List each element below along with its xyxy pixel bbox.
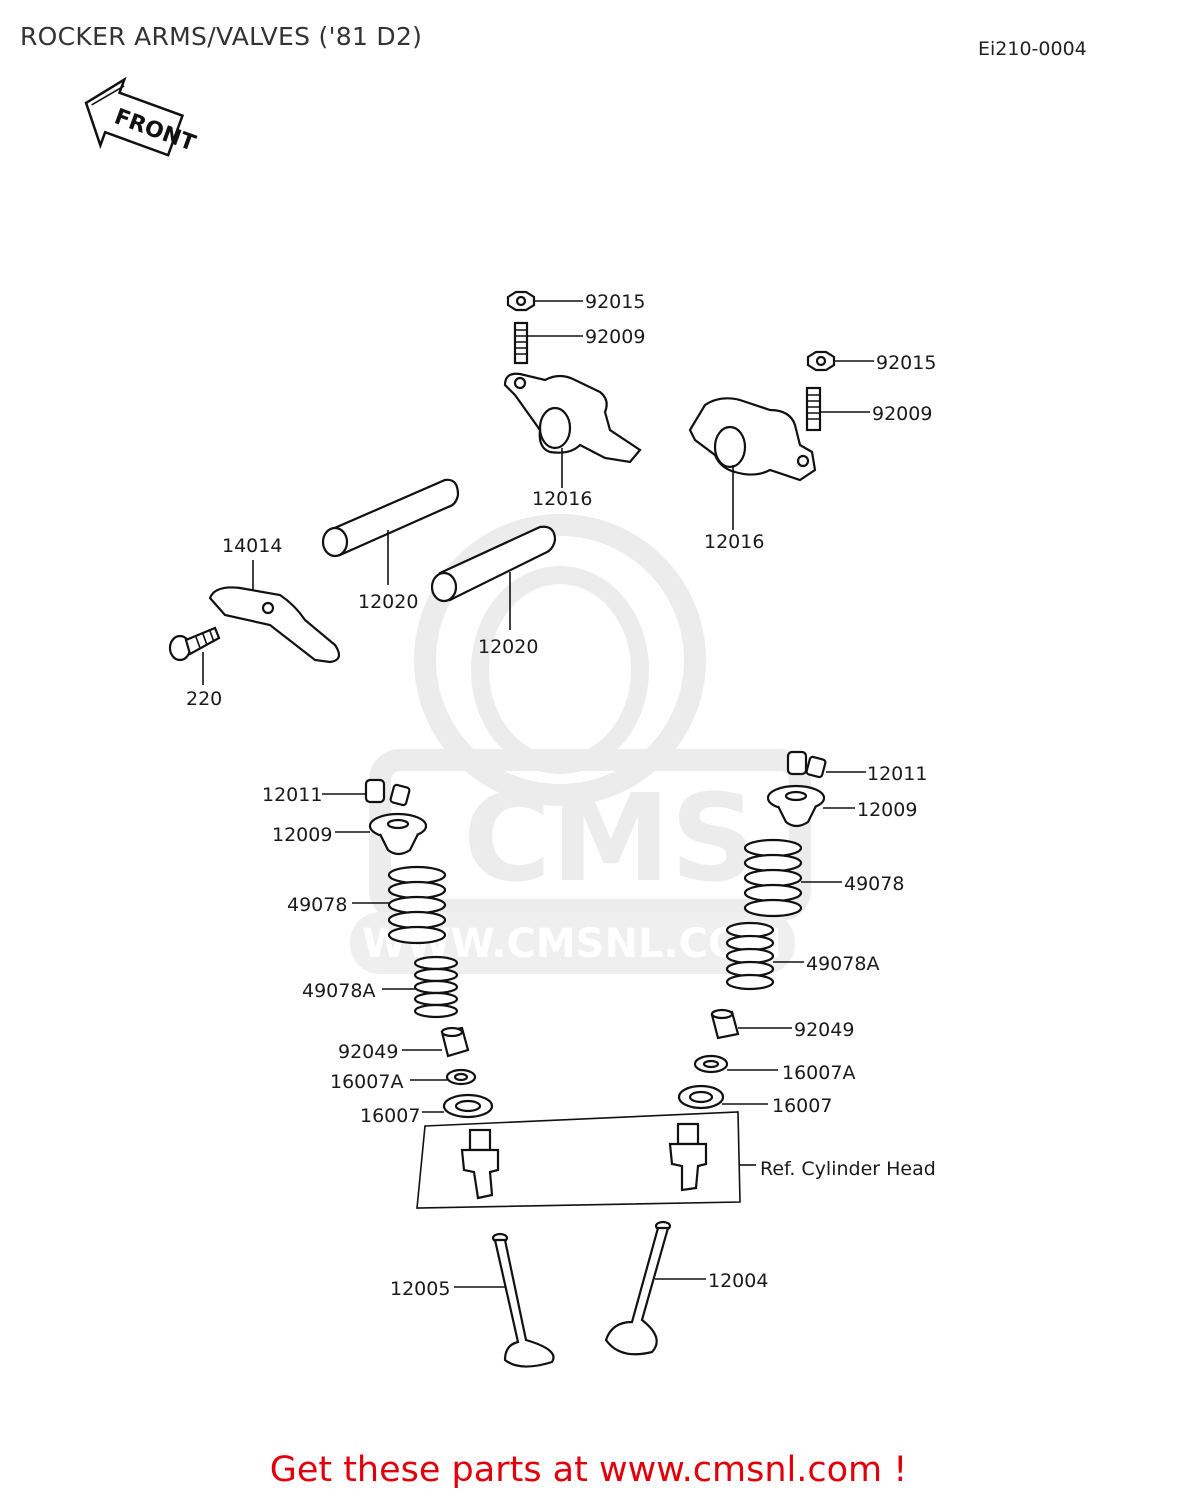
label-49078-right: 49078	[844, 873, 904, 895]
label-12011-left: 12011	[262, 784, 322, 806]
label-92009-left: 92009	[585, 326, 645, 348]
valve-12005	[491, 1232, 555, 1368]
rocker-shaft-12020-upper	[321, 478, 460, 558]
valve-guide-left	[460, 1128, 500, 1200]
washer-16007A-right	[693, 1054, 729, 1074]
label-12004: 12004	[708, 1270, 768, 1292]
label-16007A-left: 16007A	[330, 1071, 403, 1093]
seal-92049-left	[440, 1026, 470, 1058]
watermark-brand: CMS	[463, 770, 757, 909]
seal-92049-right	[710, 1008, 740, 1040]
label-12005: 12005	[390, 1278, 450, 1300]
label-12020-lower: 12020	[478, 636, 538, 658]
label-12016-right: 12016	[704, 531, 764, 553]
collet-12011-left	[364, 778, 411, 807]
spring-49078A-left	[413, 955, 459, 1019]
label-92009-right: 92009	[872, 403, 932, 425]
label-16007-left: 16007	[360, 1105, 420, 1127]
washer-16007-left	[442, 1093, 494, 1119]
adjuster-screw-92009-right	[805, 386, 822, 432]
label-12020-upper: 12020	[358, 591, 418, 613]
footer-link[interactable]: Get these parts at www.cmsnl.com !	[269, 1450, 908, 1490]
label-12009-left: 12009	[272, 824, 332, 846]
label-92015-right: 92015	[876, 352, 936, 374]
parts-diagram: CMS WWW.CMSNL.COM FRONT 92015 92009 1201…	[84, 76, 936, 1368]
label-ref-cylinder-head: Ref. Cylinder Head	[760, 1158, 936, 1180]
rocker-arm-12016-left	[503, 372, 642, 464]
washer-16007-right	[677, 1084, 725, 1110]
valve-guide-right	[668, 1122, 708, 1192]
valve-12004	[604, 1220, 672, 1356]
adjuster-screw-92009-left	[513, 321, 529, 365]
label-12009-right: 12009	[857, 799, 917, 821]
retainer-12009-left	[368, 812, 428, 856]
label-12011-right: 12011	[867, 763, 927, 785]
label-49078-left: 49078	[287, 894, 347, 916]
label-49078A-right: 49078A	[806, 953, 879, 975]
label-92049-right: 92049	[794, 1019, 854, 1041]
label-220: 220	[186, 688, 222, 710]
nut-92015-right	[806, 350, 836, 372]
bolt-220	[168, 626, 221, 662]
spring-49078A-right	[725, 921, 775, 991]
rocker-shaft-12020-lower	[430, 525, 557, 603]
page-title: ROCKER ARMS/VALVES ('81 D2)	[20, 22, 423, 51]
washer-16007A-left	[445, 1068, 477, 1086]
plate-14014	[208, 586, 341, 664]
spring-49078-left	[387, 865, 447, 945]
rocker-arm-12016-right	[688, 397, 817, 482]
label-14014: 14014	[222, 535, 282, 557]
label-49078A-left: 49078A	[302, 980, 375, 1002]
label-12016-left: 12016	[532, 488, 592, 510]
retainer-12009-right	[766, 784, 826, 828]
label-92049-left: 92049	[338, 1041, 398, 1063]
front-arrow-icon: FRONT	[84, 76, 199, 157]
cylinder-head-reference-box	[416, 1111, 741, 1209]
nut-92015-left	[506, 290, 536, 312]
label-16007-right: 16007	[772, 1095, 832, 1117]
collet-12011-right	[786, 750, 827, 779]
diagram-code: Ei210-0004	[978, 38, 1087, 60]
label-16007A-right: 16007A	[782, 1062, 855, 1084]
spring-49078-right	[743, 838, 803, 918]
label-92015-left: 92015	[585, 291, 645, 313]
